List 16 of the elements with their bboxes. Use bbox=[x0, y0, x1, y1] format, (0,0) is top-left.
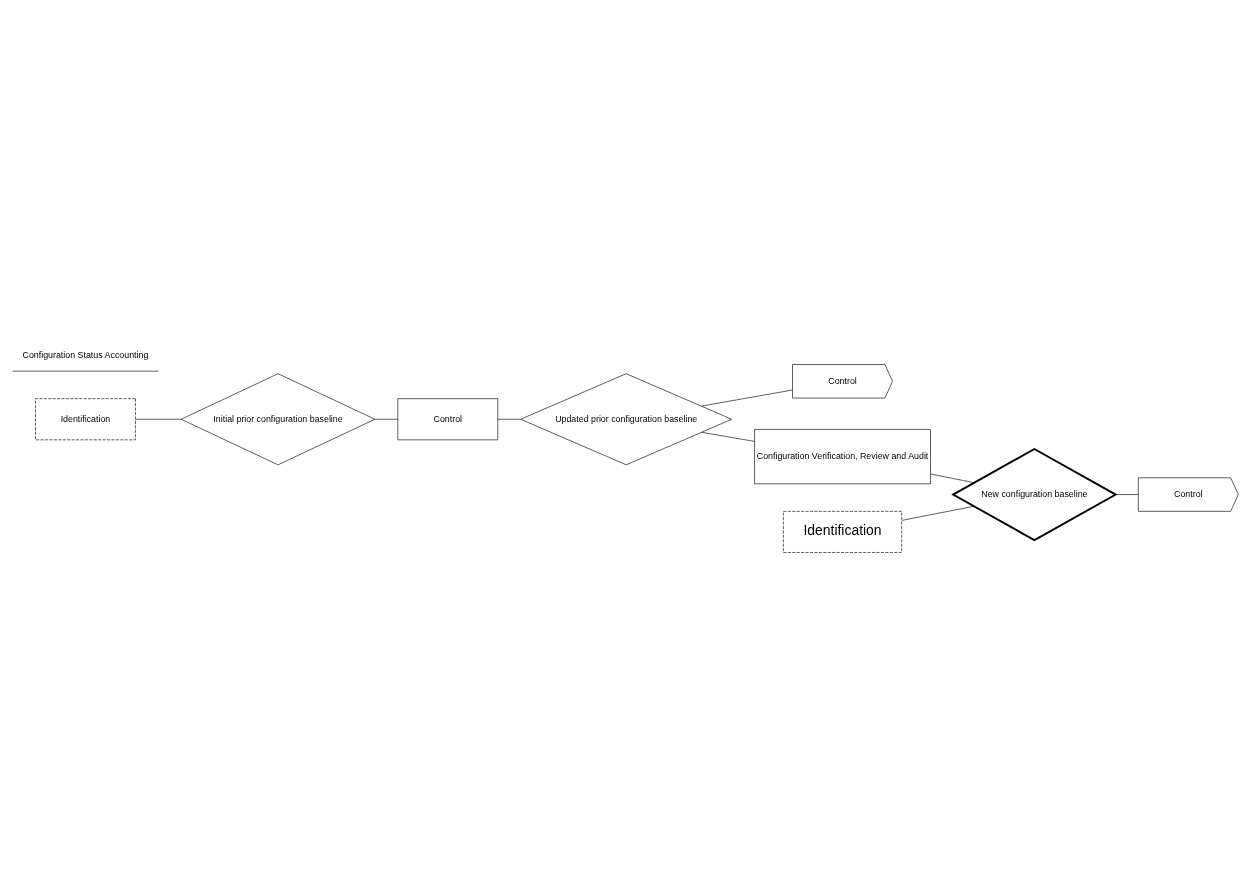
connector bbox=[497, 418, 521, 420]
connector bbox=[930, 473, 975, 483]
connector bbox=[901, 505, 975, 521]
connector bbox=[701, 431, 755, 442]
connector bbox=[135, 418, 182, 420]
node-box: Identification bbox=[783, 511, 902, 553]
node-diamond: New configuration baseline bbox=[951, 447, 1118, 542]
node-diamond: Initial prior configuration baseline bbox=[180, 373, 376, 466]
node-box: Control bbox=[397, 398, 499, 441]
node-diamond: Updated prior configuration baseline bbox=[520, 373, 733, 466]
node-box: Configuration Verification, Review and Audit bbox=[754, 429, 931, 485]
node-box: Identification bbox=[35, 398, 136, 441]
connector bbox=[701, 389, 793, 407]
connector bbox=[1115, 494, 1139, 495]
node-text: Configuration Status Accounting bbox=[22, 349, 149, 360]
connector bbox=[374, 418, 399, 420]
